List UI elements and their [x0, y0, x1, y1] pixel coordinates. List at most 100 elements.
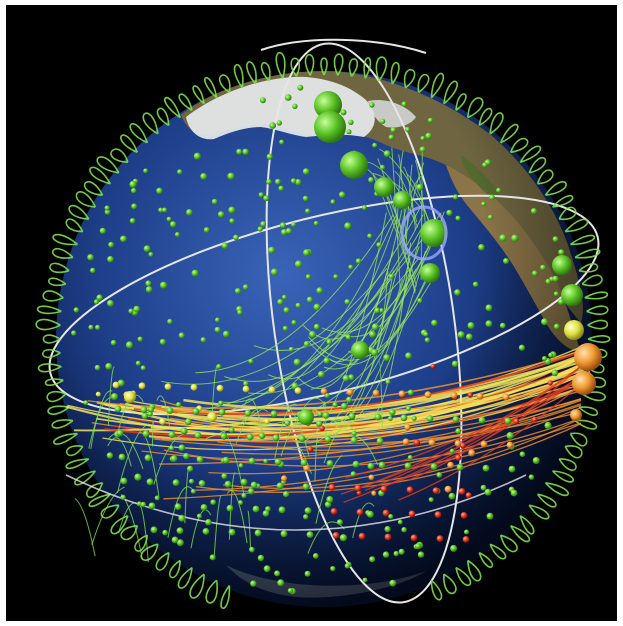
network-node [499, 234, 507, 242]
network-arc [107, 366, 116, 426]
network-node [506, 432, 514, 440]
network-node [285, 228, 292, 234]
rim-loop [578, 406, 599, 416]
network-node [159, 418, 166, 425]
rim-loop [403, 69, 416, 89]
network-node [452, 416, 460, 423]
network-node [530, 208, 537, 214]
network-node [540, 264, 546, 271]
network-arc [280, 405, 310, 456]
network-node [302, 195, 309, 202]
network-node [426, 415, 434, 422]
network-node [279, 139, 285, 145]
network-node [180, 427, 188, 435]
network-node [263, 458, 269, 464]
network-node [282, 294, 287, 300]
rim-loop [49, 262, 70, 274]
rim-loop [89, 166, 112, 185]
network-node [326, 496, 334, 503]
network-node [131, 187, 137, 194]
network-node [147, 411, 153, 417]
network-node [362, 577, 368, 583]
network-node [326, 460, 334, 467]
network-node [114, 405, 122, 413]
network-node [374, 307, 381, 314]
network-node [159, 338, 166, 345]
rim-loop [574, 419, 598, 430]
network-node [467, 322, 475, 329]
network-node [455, 428, 462, 434]
network-node [238, 500, 244, 506]
network-node [176, 402, 182, 408]
network-node [348, 264, 354, 270]
network-node [268, 246, 275, 254]
network-node [333, 274, 339, 279]
network-node [298, 435, 306, 442]
network-node [169, 221, 177, 228]
network-node [368, 177, 374, 183]
network-node [246, 433, 254, 441]
rim-loop [519, 515, 535, 535]
network-node [326, 339, 333, 345]
network-node [262, 510, 270, 517]
network-node [366, 510, 374, 518]
network-node [209, 554, 216, 561]
network-arc [195, 214, 394, 374]
network-node [482, 464, 490, 472]
rim-loop [587, 335, 611, 343]
network-node [196, 513, 202, 519]
network-node [423, 331, 429, 337]
network-node [143, 245, 151, 253]
network-node [238, 463, 244, 468]
rim-loop [544, 482, 569, 497]
network-arc [323, 425, 358, 464]
network-node [393, 191, 411, 209]
network-node [307, 446, 314, 453]
network-node [542, 356, 547, 361]
network-arc [107, 432, 144, 470]
network-node [194, 432, 202, 439]
network-node [145, 286, 153, 293]
network-node [313, 220, 319, 226]
network-node [293, 358, 301, 366]
network-node [446, 209, 453, 216]
network-node [369, 556, 376, 563]
network-node [272, 434, 280, 442]
network-node [462, 536, 470, 543]
network-arc [391, 147, 401, 288]
network-node [278, 506, 286, 514]
network-node [480, 440, 488, 448]
network-node [551, 369, 559, 377]
network-node [190, 488, 196, 494]
network-node [252, 505, 260, 513]
network-node [476, 392, 484, 400]
network-arc [108, 349, 583, 410]
network-node [389, 579, 397, 587]
network-node [344, 299, 351, 305]
rim-loop [467, 559, 482, 582]
rim-loop [120, 524, 139, 541]
rim-loop [417, 74, 430, 94]
network-node [137, 501, 142, 507]
network-node [558, 249, 565, 256]
network-node [388, 134, 395, 141]
network-node [372, 142, 378, 148]
globe-visualization [35, 38, 611, 609]
network-node [291, 320, 297, 325]
network-node [430, 463, 438, 470]
network-node [369, 330, 376, 338]
network-node [484, 488, 492, 496]
rim-loop [443, 573, 457, 595]
network-node [541, 318, 548, 326]
network-node [355, 258, 362, 264]
network-node [486, 512, 494, 520]
network-node [368, 474, 375, 481]
rim-loop [192, 85, 205, 105]
grid-circle-top-arc [260, 38, 427, 54]
network-node [87, 254, 94, 261]
network-node [99, 227, 106, 234]
network-arc [315, 454, 343, 524]
rim-loop [35, 318, 61, 331]
rim-loop [509, 137, 529, 154]
network-node [138, 382, 146, 390]
